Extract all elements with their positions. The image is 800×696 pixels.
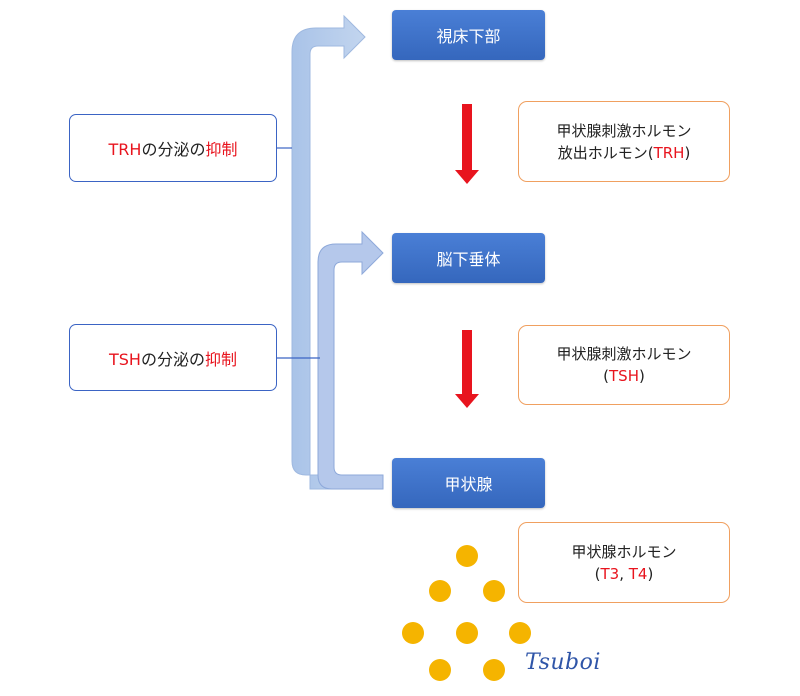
hormone-dot xyxy=(509,622,531,644)
thyroid-label: 甲状腺 xyxy=(444,475,493,494)
pituitary-box: 脳下垂体 xyxy=(392,233,545,283)
thyroid-hormone-dots xyxy=(402,545,531,681)
hormone-dot xyxy=(483,580,505,602)
trh-inhibit-verb: 抑制 xyxy=(205,140,238,159)
tsh-inhibit-middle: の分泌の xyxy=(140,349,205,369)
down-arrow-pituitary-to-thyroid xyxy=(455,330,479,408)
hormone-dot xyxy=(456,622,478,644)
pituitary-label: 脳下垂体 xyxy=(436,250,501,269)
hypothalamus-box: 視床下部 xyxy=(392,10,545,60)
trh-abbrev: TRH xyxy=(653,143,685,162)
hormone-dot xyxy=(456,545,478,567)
trh-inhibit-box: TRHの分泌の抑制 xyxy=(69,114,277,182)
hypothalamus-label: 視床下部 xyxy=(436,27,501,46)
feedback-arrow-to-pituitary xyxy=(317,230,384,490)
tsh-hormone-line2: (TSH) xyxy=(603,367,645,385)
hormone-dot xyxy=(429,659,451,681)
tsh-inhibit-verb: 抑制 xyxy=(204,349,237,369)
tsh-inhibit-hormone: TSH xyxy=(109,349,141,369)
tsh-abbrev: TSH xyxy=(609,367,639,385)
author-signature: Tsuboi xyxy=(525,650,601,675)
trh-hormone-line2: 放出ホルモン(TRH) xyxy=(557,143,691,162)
t4-abbrev: T4 xyxy=(628,564,648,583)
trh-inhibit-middle: の分泌の xyxy=(141,140,206,159)
tsh-hormone-box: 甲状腺刺激ホルモン (TSH) xyxy=(518,325,730,405)
tsh-inhibit-box: TSHの分泌の抑制 xyxy=(69,324,277,391)
trh-inhibit-hormone: TRH xyxy=(108,140,142,159)
feedback-arrow-to-hypothalamus xyxy=(291,14,381,490)
hormone-dot xyxy=(402,622,424,644)
hormone-dot xyxy=(483,659,505,681)
down-arrow-hypothalamus-to-pituitary xyxy=(455,104,479,184)
tsh-hormone-line1: 甲状腺刺激ホルモン xyxy=(556,345,692,363)
thyroid-box: 甲状腺 xyxy=(392,458,545,508)
t3-abbrev: T3 xyxy=(600,564,620,583)
hormone-dot xyxy=(429,580,451,602)
thyroid-hormone-line2: (T3, T4) xyxy=(594,564,654,583)
trh-hormone-line1: 甲状腺刺激ホルモン xyxy=(556,121,692,140)
thyroid-hormone-box: 甲状腺ホルモン (T3, T4) xyxy=(518,522,730,603)
thyroid-hormone-line1: 甲状腺ホルモン xyxy=(571,542,677,561)
trh-hormone-box: 甲状腺刺激ホルモン 放出ホルモン(TRH) xyxy=(518,101,730,182)
